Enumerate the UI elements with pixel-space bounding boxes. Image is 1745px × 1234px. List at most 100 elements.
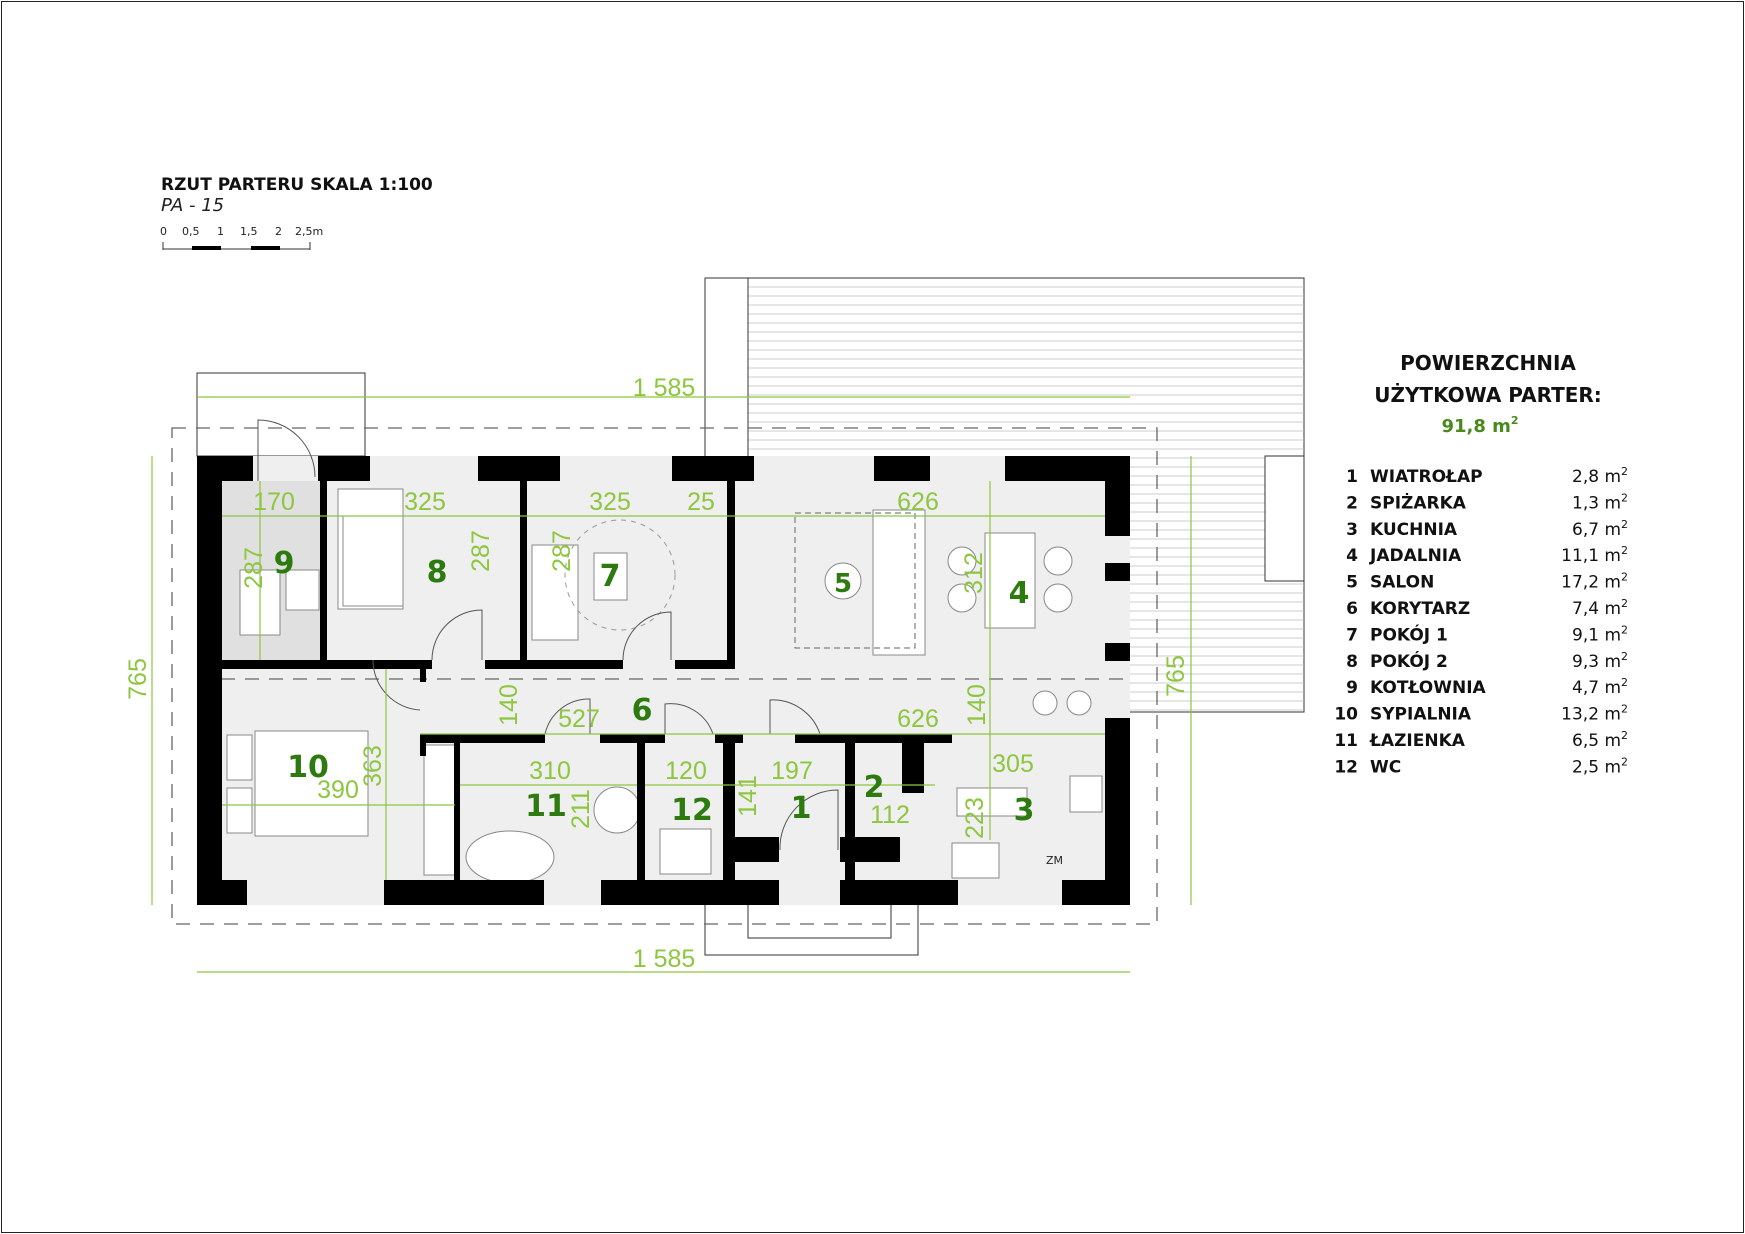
dim-label: 310 — [529, 757, 571, 785]
legend-room-area: 2,5 m2 — [1572, 755, 1628, 777]
legend-room-name: SALON — [1370, 573, 1434, 593]
legend-row: 7 POKÓJ 1 9,1 m2 — [1346, 623, 1628, 645]
legend-title: UŻYTKOWA PARTER: — [1374, 383, 1602, 407]
dim-label: 25 — [687, 488, 715, 516]
scale-label: 1 — [217, 225, 224, 238]
legend-room-area: 9,1 m2 — [1572, 623, 1628, 645]
legend-row: 3 KUCHNIA 6,7 m2 — [1346, 518, 1628, 540]
legend-room-area: 11,1 m2 — [1561, 544, 1628, 566]
dim-label: 305 — [992, 750, 1034, 778]
legend-room-number: 12 — [1334, 757, 1358, 777]
dimension-labels: 1 585 1 585 765 765 170 325 287 287 325 … — [124, 374, 1190, 973]
room-number: 12 — [671, 793, 713, 828]
scale-bar: 0 0,5 1 1,5 2 2,5m — [160, 225, 323, 250]
legend-row: 6 KORYTARZ 7,4 m2 — [1346, 597, 1628, 619]
dim-label: 120 — [665, 757, 707, 785]
furniture: ZM — [226, 488, 1103, 884]
walls — [197, 456, 1130, 905]
legend-title: POWIERZCHNIA — [1400, 351, 1576, 375]
dim-label: 325 — [589, 488, 631, 516]
dimension-lines — [151, 396, 1192, 973]
legend-room-name: WC — [1370, 757, 1401, 777]
dim-label: 287 — [548, 530, 576, 572]
legend-room-number: 9 — [1346, 678, 1358, 698]
dim-label: 223 — [961, 797, 989, 839]
dim-label: 527 — [558, 705, 600, 733]
legend-room-area: 1,3 m2 — [1572, 491, 1628, 513]
dim-label: 287 — [467, 530, 495, 572]
dim-label: 140 — [963, 684, 991, 726]
legend-room-name: KORYTARZ — [1370, 599, 1470, 619]
legend-room-name: ŁAZIENKA — [1369, 731, 1466, 751]
room-number: 3 — [1014, 793, 1035, 828]
legend-room-name: POKÓJ 1 — [1370, 623, 1448, 645]
legend-row: 9 KOTŁOWNIA 4,7 m2 — [1346, 676, 1628, 698]
total-area: 91,8 m2 — [1441, 414, 1518, 437]
legend-room-area: 17,2 m2 — [1561, 571, 1628, 593]
legend-room-area: 6,5 m2 — [1572, 729, 1628, 751]
scale-label: 2 — [275, 225, 282, 238]
legend-room-number: 2 — [1346, 493, 1358, 513]
room-number: 6 — [632, 693, 653, 728]
room-numbers: 1 2 3 4 5 6 7 8 9 10 11 12 — [274, 546, 1035, 828]
legend-room-name: SYPIALNIA — [1370, 705, 1472, 725]
overall-depth-right: 765 — [1162, 655, 1190, 697]
roof-outline — [171, 427, 1158, 925]
overall-width-bottom: 1 585 — [633, 945, 696, 973]
legend-room-name: KOTŁOWNIA — [1370, 678, 1487, 698]
project-code: PA - 15 — [161, 195, 224, 216]
legend-room-area: 6,7 m2 — [1572, 518, 1628, 540]
scale-label: 1,5 — [240, 225, 258, 238]
doors — [257, 419, 839, 851]
dim-label: 287 — [240, 547, 268, 589]
legend-room-area: 13,2 m2 — [1561, 703, 1628, 725]
legend-room-number: 6 — [1346, 599, 1358, 619]
dim-label: 390 — [317, 776, 359, 804]
legend-room-name: JADALNIA — [1369, 546, 1462, 566]
dim-label: 170 — [253, 488, 295, 516]
room-number: 1 — [791, 791, 812, 826]
legend-room-area: 4,7 m2 — [1572, 676, 1628, 698]
overall-width-top: 1 585 — [633, 374, 696, 402]
legend-room-number: 3 — [1346, 520, 1358, 540]
legend-row: 10 SYPIALNIA 13,2 m2 — [1334, 703, 1628, 725]
scale-label: 0,5 — [182, 225, 200, 238]
dim-label: 112 — [870, 801, 910, 829]
legend-room-number: 8 — [1346, 652, 1358, 672]
legend-room-name: KUCHNIA — [1370, 520, 1458, 540]
legend-row: 8 POKÓJ 2 9,3 m2 — [1346, 650, 1628, 672]
room-number: 2 — [864, 770, 885, 805]
legend-row: 2 SPIŻARKA 1,3 m2 — [1346, 491, 1628, 513]
dim-label: 363 — [359, 745, 387, 787]
room-number: 8 — [427, 555, 448, 590]
legend-room-number: 5 — [1346, 573, 1358, 593]
side-porch — [196, 372, 366, 457]
legend-row: 12 WC 2,5 m2 — [1334, 755, 1628, 777]
legend-room-number: 7 — [1346, 625, 1358, 645]
room-number: 9 — [274, 546, 295, 581]
dim-label: 141 — [734, 775, 762, 817]
legend-room-area: 7,4 m2 — [1572, 597, 1628, 619]
room-number: 5 — [834, 569, 852, 599]
scale-label: 2,5m — [295, 225, 323, 238]
room-number: 11 — [525, 789, 567, 824]
dim-label: 312 — [960, 552, 988, 594]
legend-room-area: 9,3 m2 — [1572, 650, 1628, 672]
legend-room-name: POKÓJ 2 — [1370, 650, 1448, 672]
dim-label: 211 — [567, 789, 595, 829]
legend-room-area: 2,8 m2 — [1572, 465, 1628, 487]
legend-room-number: 4 — [1346, 546, 1358, 566]
legend-room-number: 10 — [1334, 705, 1358, 725]
dim-label: 197 — [771, 757, 813, 785]
room-number: 4 — [1009, 576, 1030, 611]
room-number: 7 — [600, 559, 621, 594]
overall-depth-left: 765 — [124, 658, 152, 700]
scale-label: 0 — [160, 225, 167, 238]
legend-room-name: SPIŻARKA — [1370, 491, 1467, 513]
legend-room-number: 1 — [1346, 467, 1358, 487]
room-number: 10 — [287, 750, 329, 785]
